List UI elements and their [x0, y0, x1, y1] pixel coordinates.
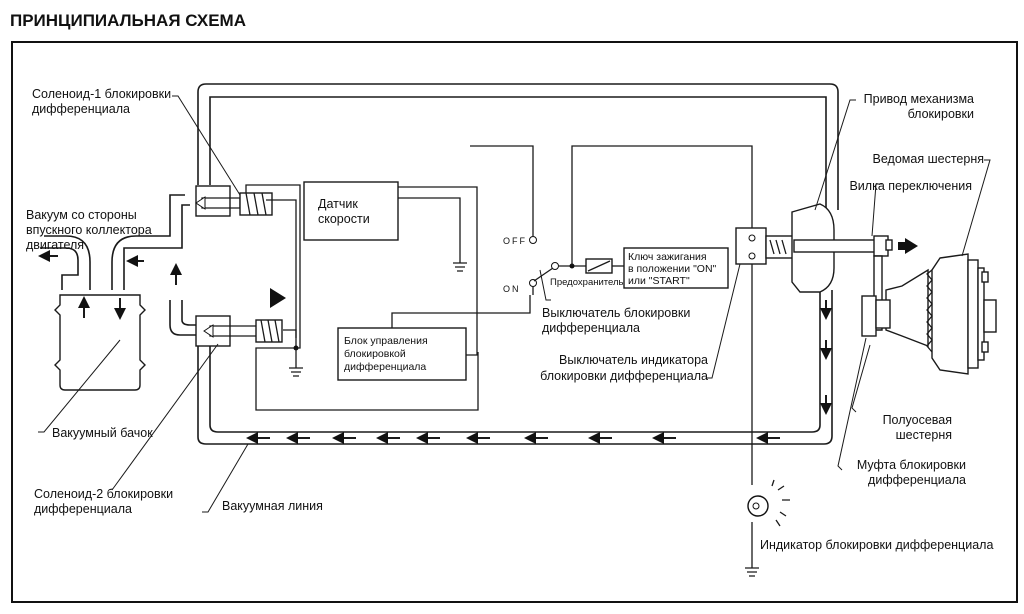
svg-text:блокировки дифференциала: блокировки дифференциала	[540, 369, 708, 383]
ignition-key: Ключ зажигания в положении "ON" или "STA…	[623, 247, 729, 289]
label-vacuum-line: Вакуумная линия	[222, 499, 323, 513]
label-solenoid-2: Соленоид-2 блокировки дифференциала	[34, 487, 173, 516]
vacuum-line-bottom	[197, 290, 833, 445]
svg-text:скорости: скорости	[318, 212, 370, 226]
label-lock-clutch: Муфта блокировки дифференциала	[857, 458, 966, 487]
label-driven-gear: Ведомая шестерня	[873, 152, 984, 166]
label-lock-switch: Выключатель блокировки дифференциала	[542, 306, 690, 335]
svg-text:Выключатель индикатора: Выключатель индикатора	[559, 353, 708, 367]
diagram-title: ПРИНЦИПИАЛЬНАЯ СХЕМА	[10, 11, 246, 30]
svg-text:Муфта блокировки: Муфта блокировки	[857, 458, 966, 472]
label-shift-fork: Вилка переключения	[849, 179, 972, 193]
label-side-gear: Полуосевая шестерня	[883, 413, 952, 442]
leader-lines	[38, 95, 991, 513]
vacuum-pipe-top	[197, 83, 839, 210]
svg-text:Блок управления: Блок управления	[344, 335, 428, 347]
svg-text:или "START": или "START"	[628, 275, 690, 287]
flow-arrows-bottom	[246, 300, 832, 444]
svg-text:Ключ зажигания: Ключ зажигания	[628, 251, 707, 263]
svg-text:блокировкой: блокировкой	[344, 348, 406, 360]
svg-text:дифференциала: дифференциала	[344, 361, 426, 373]
svg-text:Соленоид-1 блокировки: Соленоид-1 блокировки	[32, 87, 171, 101]
svg-text:Выключатель блокировки: Выключатель блокировки	[542, 306, 690, 320]
svg-text:дифференциала: дифференциала	[34, 502, 132, 516]
right-arrow-icon	[270, 288, 286, 308]
label-vacuum-tank: Вакуумный бачок	[52, 426, 153, 440]
label-actuator: Привод механизма блокировки	[864, 92, 974, 121]
svg-text:дифференциала: дифференциала	[32, 102, 130, 116]
svg-text:Соленоид-2 блокировки: Соленоид-2 блокировки	[34, 487, 173, 501]
speed-sensor: Датчик скорости	[303, 181, 399, 241]
svg-text:Вакуум со стороны: Вакуум со стороны	[26, 208, 137, 222]
solenoid-1	[195, 185, 273, 217]
differential-gear	[861, 253, 997, 375]
label-indicator-lamp: Индикатор блокировки дифференциала	[760, 538, 993, 552]
label-solenoid-1: Соленоид-1 блокировки дифференциала	[32, 87, 171, 116]
svg-text:Привод механизма: Привод механизма	[864, 92, 974, 106]
diagram-frame	[11, 41, 1018, 603]
svg-text:блокировки: блокировки	[908, 107, 974, 121]
label-indicator-switch: Выключатель индикатора блокировки диффер…	[540, 353, 708, 383]
svg-text:дифференциала: дифференциала	[542, 321, 640, 335]
svg-text:Полуосевая: Полуосевая	[883, 413, 952, 427]
switch-off-label: OFF	[503, 236, 527, 246]
indicator-lamp	[747, 479, 790, 527]
svg-text:в положении "ON": в положении "ON"	[628, 263, 717, 275]
svg-text:шестерня: шестерня	[896, 428, 952, 442]
control-unit: Блок управления блокировкой дифференциал…	[337, 327, 467, 381]
switch-on-label: ON	[503, 284, 521, 294]
solenoid-2	[169, 288, 286, 347]
svg-text:Датчик: Датчик	[318, 197, 358, 211]
vacuum-tank	[38, 194, 190, 391]
fuse-label: Предохранитель	[550, 277, 624, 288]
svg-text:дифференциала: дифференциала	[868, 473, 966, 487]
label-vacuum-source: Вакуум со стороны впускного коллектора д…	[26, 208, 152, 252]
svg-text:впускного коллектора: впускного коллектора	[26, 223, 152, 237]
svg-text:двигателя: двигателя	[26, 238, 84, 252]
wiring	[245, 145, 759, 577]
